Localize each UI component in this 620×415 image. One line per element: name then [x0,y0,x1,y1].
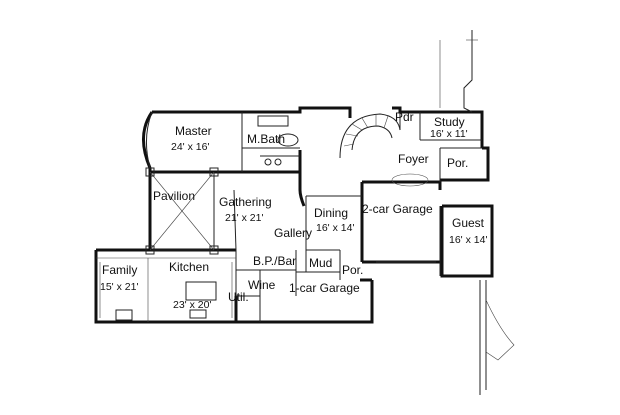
interior-walls [150,112,482,322]
bath-fixtures [257,115,299,166]
spiral-stair [339,113,401,159]
wine-label: Wine [248,278,276,292]
master-bath-label: M.Bath [247,132,285,146]
guest-dims: 16' x 14' [449,234,487,246]
dining-label: Dining [314,206,348,220]
site-lines [439,30,515,395]
kitchen-dims: 23' x 20' [173,299,211,311]
kitchen-label: Kitchen [169,260,209,274]
pavilion-beams [145,167,219,255]
guest-label: Guest [452,216,485,230]
study-label: Study [434,115,465,129]
porch-front-label: Por. [447,156,468,170]
dining-dims: 16' x 14' [316,222,354,234]
gallery-label: Gallery [274,226,312,240]
porch-side-label: Por. [342,263,363,277]
master-bay-window [146,111,153,169]
room-labels: Master 24' x 16' M.Bath Pdr Study 16' x … [100,110,487,311]
family-label: Family [102,263,137,277]
pavilion-label: Pavilion [153,189,195,203]
garage-2car-label: 2-car Garage [362,202,433,216]
family-dims: 15' x 21' [100,281,138,293]
foyer-medallion [391,173,429,187]
utility-label: Util. [228,290,249,304]
study-dims: 16' x 11' [430,128,468,140]
bp-bar-label: B.P./Bar [253,254,296,268]
kitchen-fixtures [96,257,236,322]
foyer-label: Foyer [398,152,429,166]
gathering-dims: 21' x 21' [225,212,263,224]
master-dims: 24' x 16' [171,141,209,153]
garage-1car-label: 1-car Garage [289,281,360,295]
mud-label: Mud [309,256,332,270]
gathering-label: Gathering [219,195,272,209]
powder-label: Pdr [395,110,414,124]
master-label: Master [175,124,212,138]
